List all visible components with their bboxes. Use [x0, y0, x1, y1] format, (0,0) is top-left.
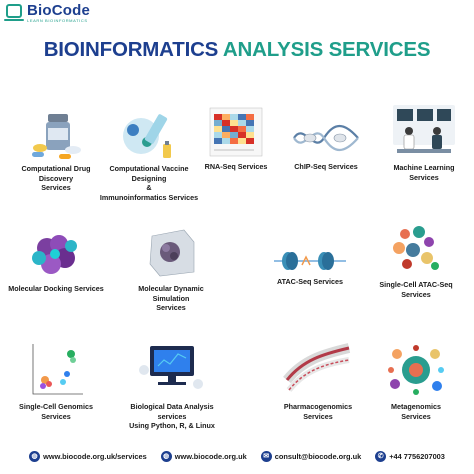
globe-icon: ◍: [160, 450, 172, 462]
service-machine-learning[interactable]: Machine Learning Services: [374, 101, 474, 182]
genome-tracks-icon: [283, 343, 351, 392]
service-label: RNA-Seq Services: [204, 162, 268, 171]
service-single-cell-genomics[interactable]: Single-Cell Genomics Services: [6, 340, 106, 421]
service-label: Computational Drug Discovery Services: [21, 164, 91, 193]
service-label: Single-Cell ATAC-Seq Services: [379, 280, 453, 299]
service-label: Biological Data Analysis services Using …: [129, 402, 215, 431]
service-atac-seq[interactable]: ATAC-Seq Services: [260, 245, 360, 287]
service-rna-seq[interactable]: RNA-Seq Services: [186, 104, 286, 172]
heatmap-icon: [209, 107, 263, 157]
lab-scientists-icon: [393, 105, 455, 153]
service-single-cell-atac[interactable]: Single-Cell ATAC-Seq Services: [366, 220, 466, 299]
footer-phone-link[interactable]: ✆ +44 7756207003: [375, 450, 445, 462]
service-vaccine-design[interactable]: Computational Vaccine Designing & Immuno…: [99, 108, 199, 203]
footer-website-link[interactable]: ◍ www.biocode.org.uk: [160, 450, 247, 462]
simulation-box-icon: [149, 229, 195, 277]
service-drug-discovery[interactable]: Computational Drug Discovery Services: [6, 104, 106, 193]
title-part1: BIOINFORMATICS: [43, 38, 219, 61]
footer-email-link[interactable]: ✉ consult@biocode.org.uk: [260, 450, 361, 462]
service-label: Molecular Dynamic Simulation Services: [138, 284, 204, 313]
service-label: Single-Cell Genomics Services: [19, 402, 93, 421]
service-label: Pharmacogenomics Services: [283, 402, 353, 421]
pill-bottle-icon: [32, 114, 81, 159]
scatter-plot-icon: [32, 344, 83, 395]
vaccine-syringe-icon: [123, 114, 171, 158]
dna-strand-icon: [293, 124, 359, 152]
mail-icon: ✉: [260, 450, 272, 462]
service-label: Computational Vaccine Designing & Immuno…: [99, 164, 199, 203]
globe-icon: ◍: [29, 450, 41, 462]
protein-structure-icon: [32, 235, 77, 274]
service-data-analysis[interactable]: Biological Data Analysis services Using …: [122, 340, 222, 431]
computer-analysis-icon: [139, 346, 203, 389]
brand-tagline: LEARN BIOINFORMATICS: [27, 18, 88, 23]
microbes-icon: [388, 345, 444, 395]
service-label: Molecular Docking Services: [8, 284, 104, 293]
nucleosome-icon: [274, 252, 346, 270]
title-part2: ANALYSIS SERVICES: [222, 38, 431, 61]
umap-cluster-icon: [393, 226, 439, 270]
phone-icon: ✆: [375, 450, 387, 462]
service-label: Metagenomics Services: [391, 402, 441, 421]
laptop-logo-icon: [4, 4, 24, 21]
service-label: Machine Learning Services: [393, 163, 455, 182]
footer-services-link[interactable]: ◍ www.biocode.org.uk/services: [29, 450, 147, 462]
contact-footer: ◍ www.biocode.org.uk/services ◍ www.bioc…: [0, 445, 474, 467]
service-molecular-docking[interactable]: Molecular Docking Services: [6, 226, 106, 294]
service-pharmacogenomics[interactable]: Pharmacogenomics Services: [268, 340, 368, 421]
page-title: BIOINFORMATICS ANALYSIS SERVICES: [0, 38, 474, 62]
service-label: ChIP-Seq Services: [294, 162, 358, 171]
service-molecular-dynamics[interactable]: Molecular Dynamic Simulation Services: [121, 222, 221, 313]
service-metagenomics[interactable]: Metagenomics Services: [366, 340, 466, 421]
service-chip-seq[interactable]: ChIP-Seq Services: [276, 112, 376, 172]
service-label: ATAC-Seq Services: [276, 277, 344, 286]
brand-logo[interactable]: BioCode LEARN BIOINFORMATICS: [4, 2, 91, 23]
brand-name: BioCode: [27, 2, 91, 19]
